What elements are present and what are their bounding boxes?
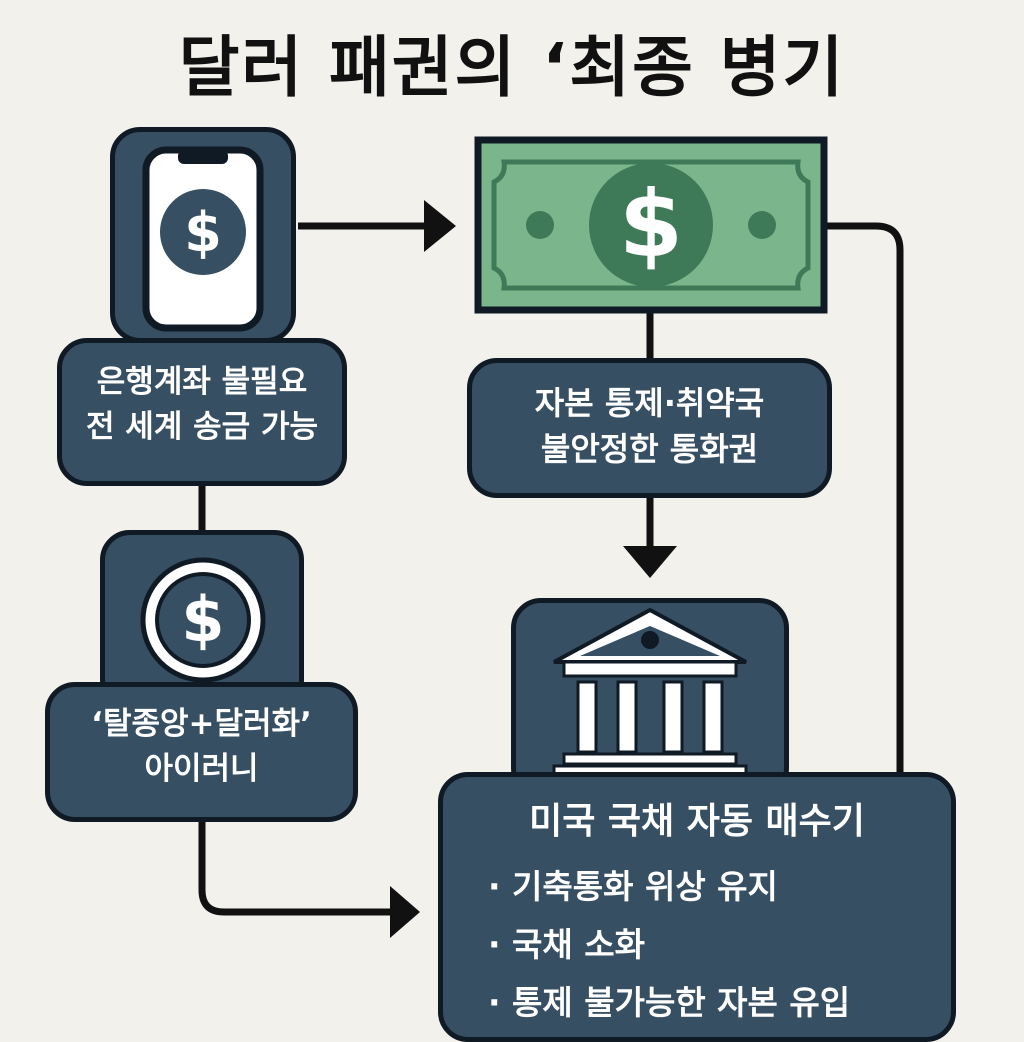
svg-text:$: $	[181, 583, 224, 656]
phone-label-line2: 전 세계 송금 가능	[85, 408, 319, 445]
page-title: 달러 패권의 ‘최종 병기	[178, 29, 846, 106]
capital-control-label: 자본 통제·취약국 불안정한 통화권	[467, 380, 832, 473]
smartphone-dollar-icon: $	[142, 146, 264, 332]
phone-label-line1: 은행계좌 불필요	[96, 364, 308, 400]
bullet-text: 국채 소화	[512, 925, 645, 964]
arrow-irony-to-treasury	[198, 818, 420, 938]
capital-label-line1: 자본 통제·취약국	[534, 384, 765, 422]
line-banknote-to-treasury	[826, 222, 904, 778]
irony-label: ‘탈종앙+달러화’ 아이러니	[45, 702, 358, 792]
svg-text:$: $	[619, 171, 683, 278]
bank-building-icon	[552, 607, 748, 780]
dollar-coin-icon: $	[140, 557, 266, 683]
dollar-banknote-icon: $	[474, 136, 828, 314]
irony-label-line2: 아이러니	[144, 750, 259, 787]
bullet-item: · 기축통화 위상 유지	[488, 867, 778, 906]
phone-label-box	[57, 338, 347, 486]
bullet-item: · 통제 불가능한 자본 유입	[488, 983, 851, 1022]
irony-label-line1: ‘탈종앙+달러화’	[91, 706, 312, 742]
bullet-text: 통제 불가능한 자본 유입	[512, 983, 851, 1022]
irony-box	[45, 682, 358, 822]
arrow-capital-to-treasury	[623, 494, 677, 578]
capital-control-box	[467, 358, 832, 498]
treasury-box	[438, 772, 956, 1042]
bullet-text: 기축통화 위상 유지	[512, 867, 778, 906]
treasury-heading: 미국 국채 자동 매수기	[529, 801, 865, 842]
bullet-item: · 국채 소화	[488, 925, 645, 964]
treasury-bullets: · 기축통화 위상 유지 · 국채 소화 · 통제 불가능한 자본 유입	[488, 858, 850, 1032]
phone-label: 은행계좌 불필요 전 세계 송금 가능	[57, 360, 347, 450]
capital-label-line2: 불안정한 통화권	[540, 430, 759, 469]
arrow-phone-to-banknote	[298, 200, 456, 252]
svg-text:$: $	[184, 201, 222, 264]
